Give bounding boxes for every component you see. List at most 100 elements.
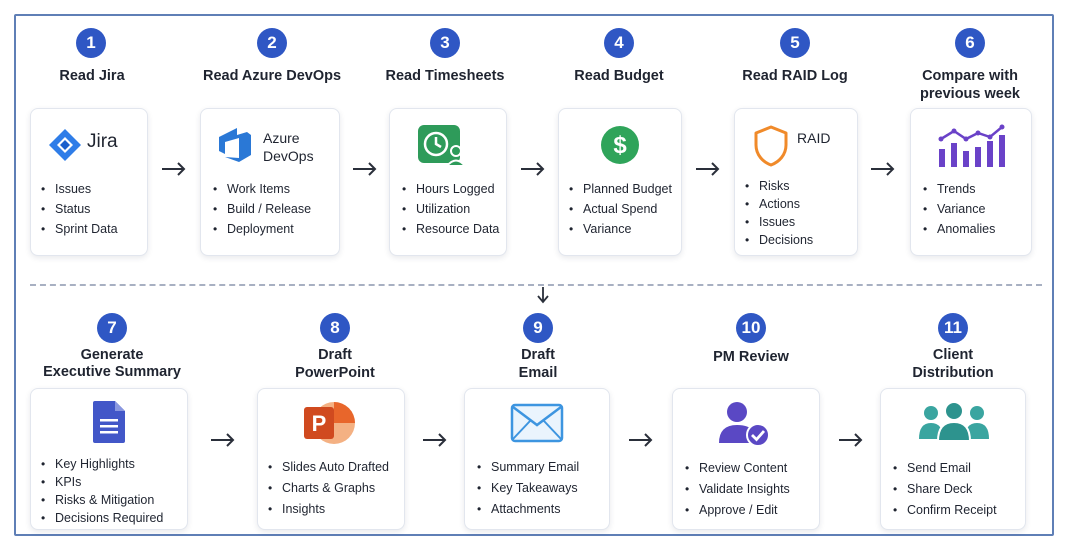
list-item: Utilization <box>402 199 499 219</box>
list-item: Send Email <box>893 458 997 479</box>
team-icon <box>919 401 989 442</box>
step-8-title-line2: PowerPoint <box>295 365 375 381</box>
arrow-right-icon <box>353 162 377 176</box>
step-5-card: RAID Risks Actions Issues Decisions <box>734 108 858 256</box>
step-7-title-line1: Generate <box>80 347 144 363</box>
step-10-number: 10 <box>736 313 766 343</box>
step-8-card: P Slides Auto Drafted Charts & Graphs In… <box>257 388 405 530</box>
step-6-items: Trends Variance Anomalies <box>923 179 995 239</box>
list-item: Key Highlights <box>41 455 163 473</box>
arrow-right-icon <box>162 162 186 176</box>
step-6-card: Trends Variance Anomalies <box>910 108 1032 256</box>
azure-devops-icon <box>219 128 251 162</box>
step-8-number: 8 <box>320 313 350 343</box>
arrow-right-icon <box>423 433 447 447</box>
dollar-icon: $ <box>601 126 639 164</box>
list-item: Slides Auto Drafted <box>268 457 389 478</box>
arrow-right-icon <box>839 433 863 447</box>
step-2-items: Work Items Build / Release Deployment <box>213 179 311 239</box>
step-3-card: Hours Logged Utilization Resource Data <box>389 108 507 256</box>
trend-chart-icon <box>938 124 1005 167</box>
step-2-title: Read Azure DevOps <box>202 68 342 84</box>
svg-text:P: P <box>312 411 327 436</box>
step-2-number: 2 <box>257 28 287 58</box>
row-divider <box>30 284 1042 286</box>
list-item: Key Takeaways <box>477 478 579 499</box>
step-1-number: 1 <box>76 28 106 58</box>
step-3-items: Hours Logged Utilization Resource Data <box>402 179 499 239</box>
list-item: Summary Email <box>477 457 579 478</box>
list-item: Issues <box>745 213 813 231</box>
step-11-number: 11 <box>938 313 968 343</box>
step-11-card: Send Email Share Deck Confirm Receipt <box>880 388 1026 530</box>
list-item: Hours Logged <box>402 179 499 199</box>
powerpoint-icon: P <box>304 402 355 444</box>
step-1-card: Jira Issues Status Sprint Data <box>30 108 148 256</box>
step-11-title-line2: Distribution <box>912 365 994 381</box>
list-item: Attachments <box>477 499 579 520</box>
user-check-icon <box>719 402 770 447</box>
email-icon <box>510 403 564 443</box>
step-1-title: Read Jira <box>59 68 125 84</box>
step-4-title: Read Budget <box>574 68 664 84</box>
list-item: Actions <box>745 195 813 213</box>
azure-brand-line1: Azure <box>263 130 300 146</box>
azure-brand-line2: DevOps <box>263 148 314 164</box>
arrow-right-icon <box>696 162 720 176</box>
step-6-title-line2: previous week <box>920 86 1020 102</box>
list-item: Approve / Edit <box>685 500 790 521</box>
step-6-number: 6 <box>955 28 985 58</box>
arrow-right-icon <box>521 162 545 176</box>
list-item: Decisions Required <box>41 509 163 527</box>
list-item: Validate Insights <box>685 479 790 500</box>
step-10-items: Review Content Validate Insights Approve… <box>685 458 790 521</box>
list-item: Risks & Mitigation <box>41 491 163 509</box>
step-11-title-line1: Client <box>932 347 974 363</box>
step-4-card: $ Planned Budget Actual Spend Variance <box>558 108 682 256</box>
list-item: Sprint Data <box>41 219 118 239</box>
step-3-title: Read Timesheets <box>385 68 505 84</box>
list-item: Anomalies <box>923 219 995 239</box>
step-4-number: 4 <box>604 28 634 58</box>
list-item: Resource Data <box>402 219 499 239</box>
shield-icon <box>754 125 788 167</box>
document-icon <box>93 401 125 443</box>
step-1-items: Issues Status Sprint Data <box>41 179 118 239</box>
step-9-card: Summary Email Key Takeaways Attachments <box>464 388 610 530</box>
list-item: Issues <box>41 179 118 199</box>
arrow-right-icon <box>211 433 235 447</box>
step-7-card: Key Highlights KPIs Risks & Mitigation D… <box>30 388 188 530</box>
raid-brand-label: RAID <box>797 130 831 146</box>
list-item: Review Content <box>685 458 790 479</box>
step-5-items: Risks Actions Issues Decisions <box>745 177 813 249</box>
list-item: Insights <box>268 499 389 520</box>
step-9-title-line2: Email <box>518 365 558 381</box>
list-item: Status <box>41 199 118 219</box>
step-4-items: Planned Budget Actual Spend Variance <box>569 179 672 239</box>
list-item: Actual Spend <box>569 199 672 219</box>
jira-brand-label: Jira <box>87 131 118 152</box>
list-item: Variance <box>923 199 995 219</box>
list-item: Planned Budget <box>569 179 672 199</box>
step-8-items: Slides Auto Drafted Charts & Graphs Insi… <box>268 457 389 520</box>
list-item: Confirm Receipt <box>893 500 997 521</box>
svg-text:$: $ <box>613 132 627 159</box>
list-item: Variance <box>569 219 672 239</box>
step-7-title-line2: Executive Summary <box>43 364 181 380</box>
step-7-number: 7 <box>97 313 127 343</box>
step-8-title-line1: Draft <box>318 347 352 363</box>
timesheet-clock-icon <box>418 125 466 167</box>
step-5-number: 5 <box>780 28 810 58</box>
step-6-title-line1: Compare with <box>922 68 1018 84</box>
arrow-right-icon <box>629 433 653 447</box>
step-10-card: Review Content Validate Insights Approve… <box>672 388 820 530</box>
step-11-items: Send Email Share Deck Confirm Receipt <box>893 458 997 521</box>
step-9-title-line1: Draft <box>521 347 555 363</box>
step-9-number: 9 <box>523 313 553 343</box>
arrow-right-icon <box>871 162 895 176</box>
step-3-number: 3 <box>430 28 460 58</box>
list-item: Share Deck <box>893 479 997 500</box>
step-5-title: Read RAID Log <box>742 68 848 84</box>
step-9-items: Summary Email Key Takeaways Attachments <box>477 457 579 520</box>
list-item: Work Items <box>213 179 311 199</box>
